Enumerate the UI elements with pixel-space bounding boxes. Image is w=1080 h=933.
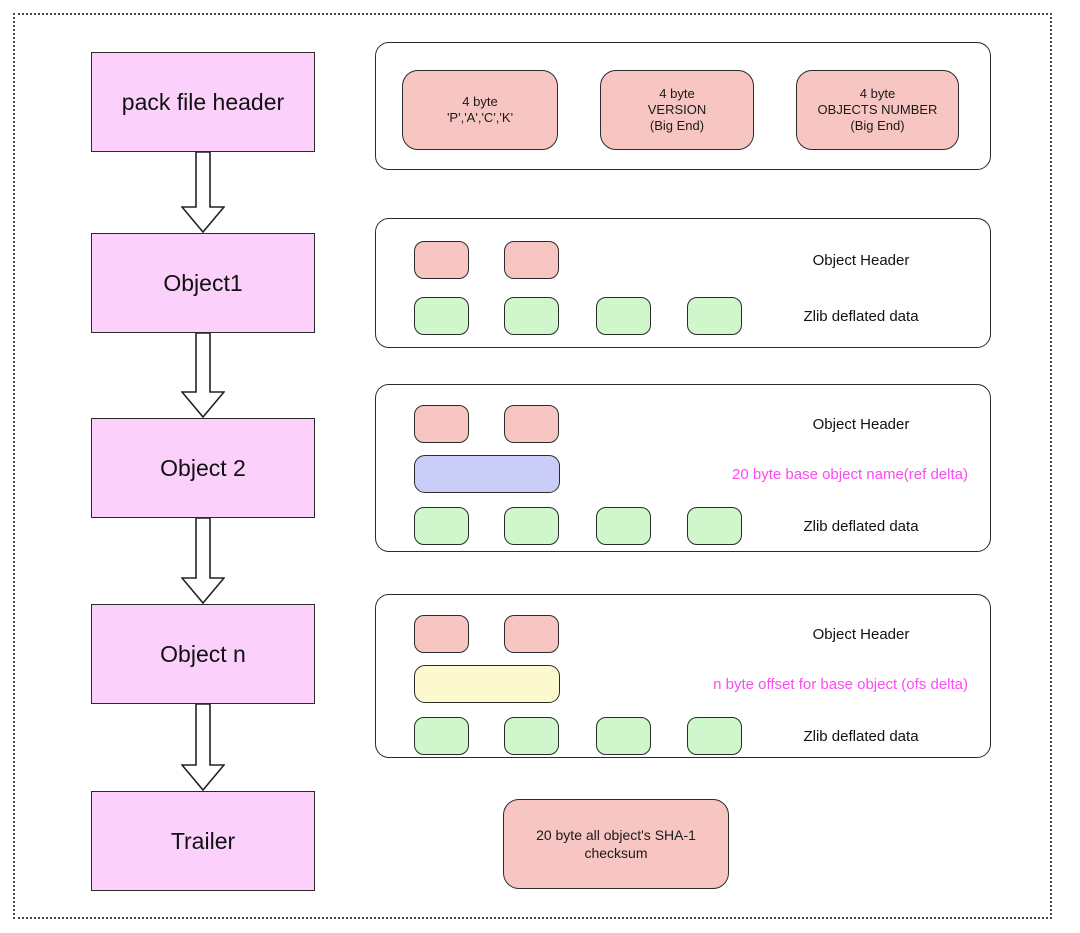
pack-header-objects-number-cell: 4 byte OBJECTS NUMBER (Big End) <box>796 70 959 150</box>
object-header-byte-cell <box>504 241 559 279</box>
down-arrow-icon <box>181 333 225 418</box>
object1-panel <box>375 218 991 348</box>
zlib-deflated-data-label: Zlib deflated data <box>803 518 919 535</box>
flow-box-objectn: Object n <box>91 604 315 704</box>
object-header-label: Object Header <box>812 416 910 433</box>
zlib-deflated-data-label: Zlib deflated data <box>803 308 919 325</box>
object-header-label: Object Header <box>812 252 910 269</box>
down-arrow-icon <box>181 152 225 233</box>
ref-delta-base-name-cell <box>414 455 560 493</box>
ref-delta-label: 20 byte base object name(ref delta) <box>732 466 968 483</box>
zlib-deflated-data-label: Zlib deflated data <box>803 728 919 745</box>
zlib-data-cell <box>596 717 651 755</box>
dotted-border <box>13 13 1052 919</box>
down-arrow-icon <box>181 704 225 791</box>
cell-text: 'P','A','C','K' <box>446 110 514 125</box>
cell-text: checksum <box>584 845 648 861</box>
object-header-label: Object Header <box>812 626 910 643</box>
zlib-data-cell <box>687 297 742 335</box>
object-header-byte-cell <box>414 405 469 443</box>
flow-box-trailer: Trailer <box>91 791 315 891</box>
cell-text: 20 byte all object's SHA-1 <box>536 827 696 843</box>
zlib-data-cell <box>687 507 742 545</box>
sha1-checksum-cell: 20 byte all object's SHA-1 checksum <box>503 799 729 889</box>
zlib-data-cell <box>414 507 469 545</box>
zlib-data-cell <box>504 297 559 335</box>
zlib-data-cell <box>504 717 559 755</box>
cell-text: (Big End) <box>649 118 705 133</box>
flow-box-label: Trailer <box>170 827 236 854</box>
cell-text: 4 byte <box>462 94 498 109</box>
flow-box-label: Object1 <box>163 269 243 296</box>
ofs-delta-offset-cell <box>414 665 560 703</box>
zlib-data-cell <box>687 717 742 755</box>
flow-box-object1: Object1 <box>91 233 315 333</box>
flow-box-label: Object 2 <box>160 454 246 481</box>
cell-text: (Big End) <box>850 118 905 133</box>
pack-header-magic-cell: 4 byte 'P','A','C','K' <box>402 70 558 150</box>
object2-panel <box>375 384 991 552</box>
object-header-byte-cell <box>414 241 469 279</box>
object-header-byte-cell <box>504 405 559 443</box>
ofs-delta-label: n byte offset for base object (ofs delta… <box>713 676 968 693</box>
flow-box-label: Object n <box>160 640 246 667</box>
flow-box-pack-file-header: pack file header <box>91 52 315 152</box>
pack-header-version-cell: 4 byte VERSION (Big End) <box>600 70 754 150</box>
flow-box-object2: Object 2 <box>91 418 315 518</box>
cell-text: VERSION <box>647 102 707 117</box>
zlib-data-cell <box>414 297 469 335</box>
zlib-data-cell <box>596 507 651 545</box>
zlib-data-cell <box>414 717 469 755</box>
object-header-byte-cell <box>504 615 559 653</box>
zlib-data-cell <box>504 507 559 545</box>
zlib-data-cell <box>596 297 651 335</box>
down-arrow-icon <box>181 518 225 604</box>
cell-text: OBJECTS NUMBER <box>817 102 938 117</box>
cell-text: 4 byte <box>859 86 896 101</box>
flow-box-label: pack file header <box>121 88 285 115</box>
object-header-byte-cell <box>414 615 469 653</box>
cell-text: 4 byte <box>659 86 695 101</box>
